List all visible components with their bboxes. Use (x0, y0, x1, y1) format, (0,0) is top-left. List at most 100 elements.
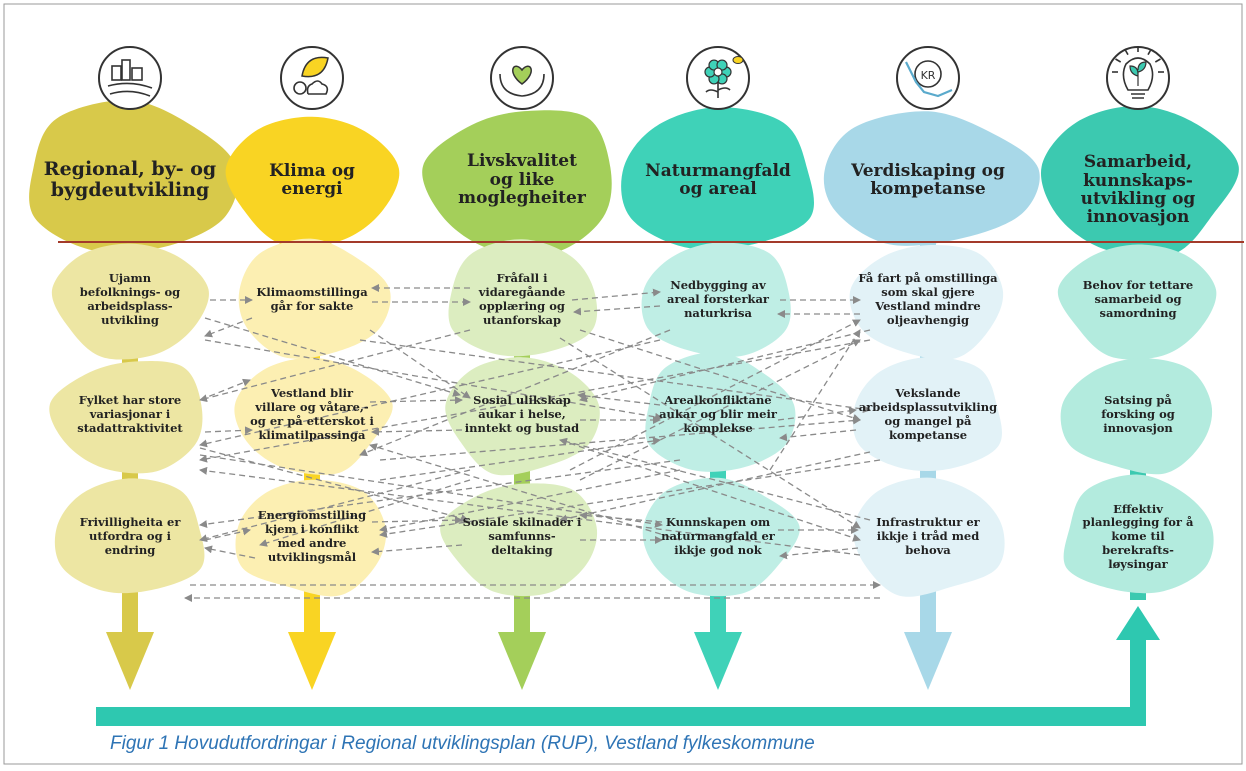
dashed-link-arrow (559, 437, 871, 521)
challenge-text: Energiomstilling kjem i konflikt med and… (257, 508, 367, 564)
dashed-link-arrow (199, 466, 861, 556)
down-arrow (904, 632, 952, 690)
lightbulb-plant-icon (1106, 46, 1170, 110)
challenge-blob (235, 479, 387, 597)
challenge-text: Fylket har store variasjonar i stadattra… (77, 393, 183, 435)
dashed-link-arrow (199, 459, 681, 529)
outer-border (3, 3, 1243, 765)
dashed-link-arrow (204, 545, 256, 559)
dashed-link-arrow (573, 305, 661, 316)
dashed-link-arrow (199, 339, 871, 463)
challenge-text: Ujamn befolknings- og arbeidsplass- utvi… (79, 271, 181, 327)
dashed-link-arrow (779, 429, 857, 442)
challenge-text: Effektiv planlegging for å kome til bere… (1082, 501, 1194, 571)
challenge-blob (49, 361, 203, 474)
dashed-link-arrow (199, 378, 251, 401)
challenge-blob (51, 243, 209, 360)
challenge-blob (645, 351, 796, 472)
challenge-text: Kunnskapen om naturmangfald er ikkje god… (661, 515, 775, 557)
theme-blob (29, 100, 239, 253)
challenge-text: Sosial ulikskap aukar i helse, inntekt o… (464, 393, 580, 435)
challenge-text: Infrastruktur er ikkje i tråd med behova (876, 515, 980, 557)
challenge-text: Sosiale skilnader i samfunns- deltaking (462, 515, 582, 557)
challenge-blob (852, 357, 1002, 472)
theme-title: Samarbeid, kunnskaps- utvikling og innov… (1080, 152, 1196, 228)
dashed-link-arrow (371, 516, 463, 525)
down-arrow (106, 632, 154, 690)
challenge-text: Nedbygging av areal forsterkar naturkris… (667, 278, 769, 320)
dashed-link-arrow (204, 527, 251, 541)
dashed-link-arrow (579, 339, 861, 481)
dashed-link-arrow (204, 339, 663, 421)
theme-blob (422, 110, 612, 256)
heart-hands-icon (490, 46, 554, 110)
dashed-link-arrow (259, 479, 471, 547)
challenge-blob (54, 478, 205, 594)
challenge-blob (641, 242, 791, 358)
challenge-blob (853, 477, 1005, 597)
challenge-blob (1060, 358, 1213, 475)
dashed-link-arrow (379, 469, 681, 533)
dashed-link-arrow (779, 547, 859, 560)
dashed-link-arrow (559, 337, 861, 529)
challenge-text: Behov for tettare samarbeid og samordnin… (1082, 278, 1194, 320)
challenge-text: Satsing på forsking og innovasjon (1101, 393, 1175, 435)
dashed-link-arrow (204, 426, 253, 435)
dashed-link-arrow (199, 447, 469, 523)
theme-title: Naturmangfald og areal (645, 160, 791, 199)
feedback-arrow (96, 606, 1160, 726)
challenge-blob (1057, 244, 1217, 360)
dashed-link-arrow (571, 288, 661, 301)
dashed-link-arrow (369, 396, 463, 405)
theme-title: Klima og energi (269, 160, 355, 199)
dashed-link-arrow (559, 451, 871, 523)
landscape-icon (98, 46, 162, 110)
dashed-link-arrow (204, 317, 461, 397)
challenge-text: Fråfall i vidaregåande opplæring og utan… (478, 271, 566, 327)
dashed-link-arrow (379, 437, 661, 481)
dashed-link-arrow (559, 439, 861, 542)
theme-blob (823, 111, 1040, 246)
dashed-link-arrow (199, 469, 471, 543)
dashed-link-arrow (359, 339, 871, 414)
theme-title: Livskvalitet og like moglegheiter (458, 151, 586, 209)
challenge-blob (849, 244, 1004, 360)
dashed-link-arrow (769, 329, 861, 471)
down-arrow (694, 632, 742, 690)
challenge-blob (445, 357, 600, 476)
challenge-text: Få fart på omstillinga som skal gjere Ve… (858, 271, 998, 327)
down-arrow (288, 632, 336, 690)
dashed-link-arrow (204, 317, 253, 338)
kr-chart-icon: KR (896, 46, 960, 110)
challenge-text: Klimaomstillinga går for sakte (256, 285, 368, 313)
dashed-link-arrow (371, 544, 463, 556)
theme-blob (621, 107, 814, 250)
challenge-text: Vestland blir villare og våtare,- og er … (250, 386, 374, 442)
svg-text:KR: KR (921, 69, 936, 82)
theme-title: Regional, by- og bygdeutvikling (43, 158, 217, 201)
down-arrow (498, 632, 546, 690)
flower-bee-icon (686, 46, 750, 110)
challenge-blob (234, 357, 393, 475)
theme-blob (1040, 105, 1239, 258)
dashed-link-arrow (379, 459, 881, 538)
challenge-blob (238, 238, 391, 359)
dashed-link-arrow (579, 329, 861, 422)
dashed-link-arrow (359, 329, 671, 457)
theme-blob (225, 116, 400, 247)
dashed-link-arrow (777, 406, 857, 421)
challenge-blob (448, 239, 598, 357)
challenge-text: Frivilligheita er utfordra og i endring (79, 515, 181, 557)
challenge-blob (440, 483, 598, 597)
dashed-link-arrow (577, 391, 661, 406)
dashed-link-arrow (379, 416, 861, 461)
challenge-text: Arealkonfliktane aukar og blir meir komp… (659, 393, 777, 435)
theme-title: Verdiskaping og kompetanse (851, 160, 1005, 199)
dashed-link-arrow (369, 443, 681, 541)
dashed-link-arrow (371, 427, 463, 436)
dashed-link-arrow (199, 339, 661, 448)
challenge-text: Vekslande arbeidsplassutvikling og mange… (858, 386, 998, 442)
dashed-link-arrow (569, 319, 861, 471)
